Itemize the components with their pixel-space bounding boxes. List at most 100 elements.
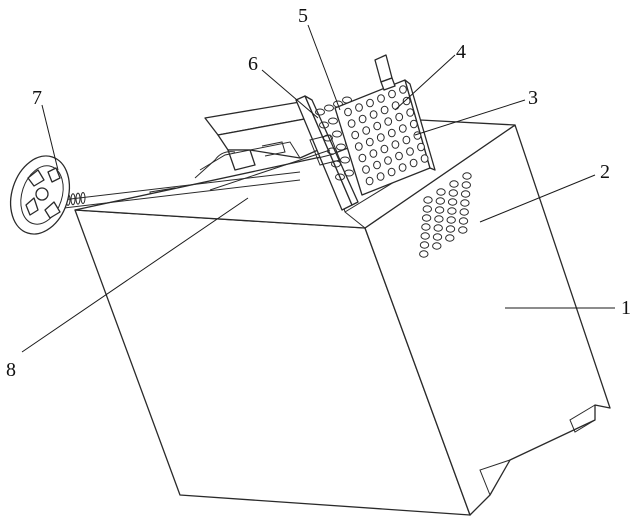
spring-coil [335,173,345,181]
vent-hole [434,215,444,223]
plate-hole [402,135,411,145]
plate-hole [409,158,418,168]
vent-hole-grid [419,172,472,258]
shaft-ring [80,192,86,204]
plate-hole [409,119,418,129]
label-7: 7 [32,87,42,109]
vent-hole [433,224,443,232]
vent-hole [445,234,455,242]
vent-hole [445,225,456,233]
spring-coil [328,117,338,125]
plate-hole [365,176,374,186]
handwheel [9,155,71,235]
vent-hole [460,190,471,198]
vent-hole [446,216,456,224]
vent-hole [434,206,445,214]
plate-hole [354,142,363,151]
vent-hole [447,207,457,215]
vent-hole [449,180,459,188]
plate-hole [384,156,392,165]
vent-hole [460,199,470,207]
vent-hole [458,226,468,234]
vent-hole [448,189,458,197]
perforated-plate [334,54,436,196]
plate-hole [351,130,360,140]
plate-hole [420,154,429,163]
label-4: 4 [456,41,466,63]
label-3: 3 [528,87,538,109]
plate-hole [377,94,385,103]
plate-hole [376,133,385,142]
spring-coil [340,156,350,164]
vent-hole [419,250,429,258]
plate-hole [362,126,371,135]
plate-hole [380,105,389,115]
vent-hole [419,241,430,249]
plate-hole [373,160,381,170]
plate-hole [362,165,370,174]
housing-body [74,119,611,516]
spring-coil [344,169,354,177]
plate-hole [365,137,374,147]
vent-hole [420,232,430,240]
plate-hole [380,144,389,154]
plate-hole [388,89,396,99]
spring-coil [319,121,329,129]
plate-hole [398,124,407,133]
vent-hole [435,197,445,205]
label-1: 1 [621,297,631,319]
vent-hole [462,172,472,180]
label-6: 6 [248,53,258,75]
plate-hole [413,131,422,140]
leader-lines [21,24,615,353]
plate-hole [387,128,396,138]
plate-hole [358,153,367,163]
plate-hole [384,117,393,126]
vent-hole [432,242,442,250]
plate-hole [376,172,385,181]
vent-hole [423,196,433,204]
plate-hole [406,147,414,156]
plate-hole [373,121,382,131]
label-5: 5 [298,5,308,27]
plate-hole [406,108,415,117]
plate-hole [398,163,407,172]
vent-hole [459,208,469,216]
vent-hole [421,223,431,231]
plate-hole [391,101,400,110]
plate-hole [355,103,363,112]
vent-hole [421,214,432,222]
vent-hole [458,217,469,225]
plate-hole [358,114,367,124]
shaft-ring [75,192,81,205]
plate-hole [402,96,411,106]
plate-hole [399,85,407,94]
spring-coil [331,160,341,168]
vent-hole [422,205,432,213]
part-numbers: 1 2 3 4 5 6 7 8 [6,5,631,381]
vent-hole [461,181,471,189]
spring-coil [336,143,346,151]
spring-coil [324,104,334,112]
plate-hole [395,151,403,161]
plate-hole [369,110,378,119]
label-2: 2 [600,161,610,183]
plate-hole [395,112,404,122]
spring-coil [315,108,325,116]
vent-hole [447,198,458,206]
plate-hole [417,142,425,152]
drive-shaft [55,149,331,209]
spring-coil [323,134,333,142]
plate-hole [391,140,400,149]
plate-hole [369,149,378,158]
plate-hole [344,107,352,117]
vent-hole [436,188,446,196]
label-8: 8 [6,359,16,381]
plate-hole [347,119,356,128]
vent-hole [432,233,443,241]
shaft-ring [70,193,76,206]
plate-hole [387,167,396,177]
rear-bracket-assembly [149,101,319,205]
